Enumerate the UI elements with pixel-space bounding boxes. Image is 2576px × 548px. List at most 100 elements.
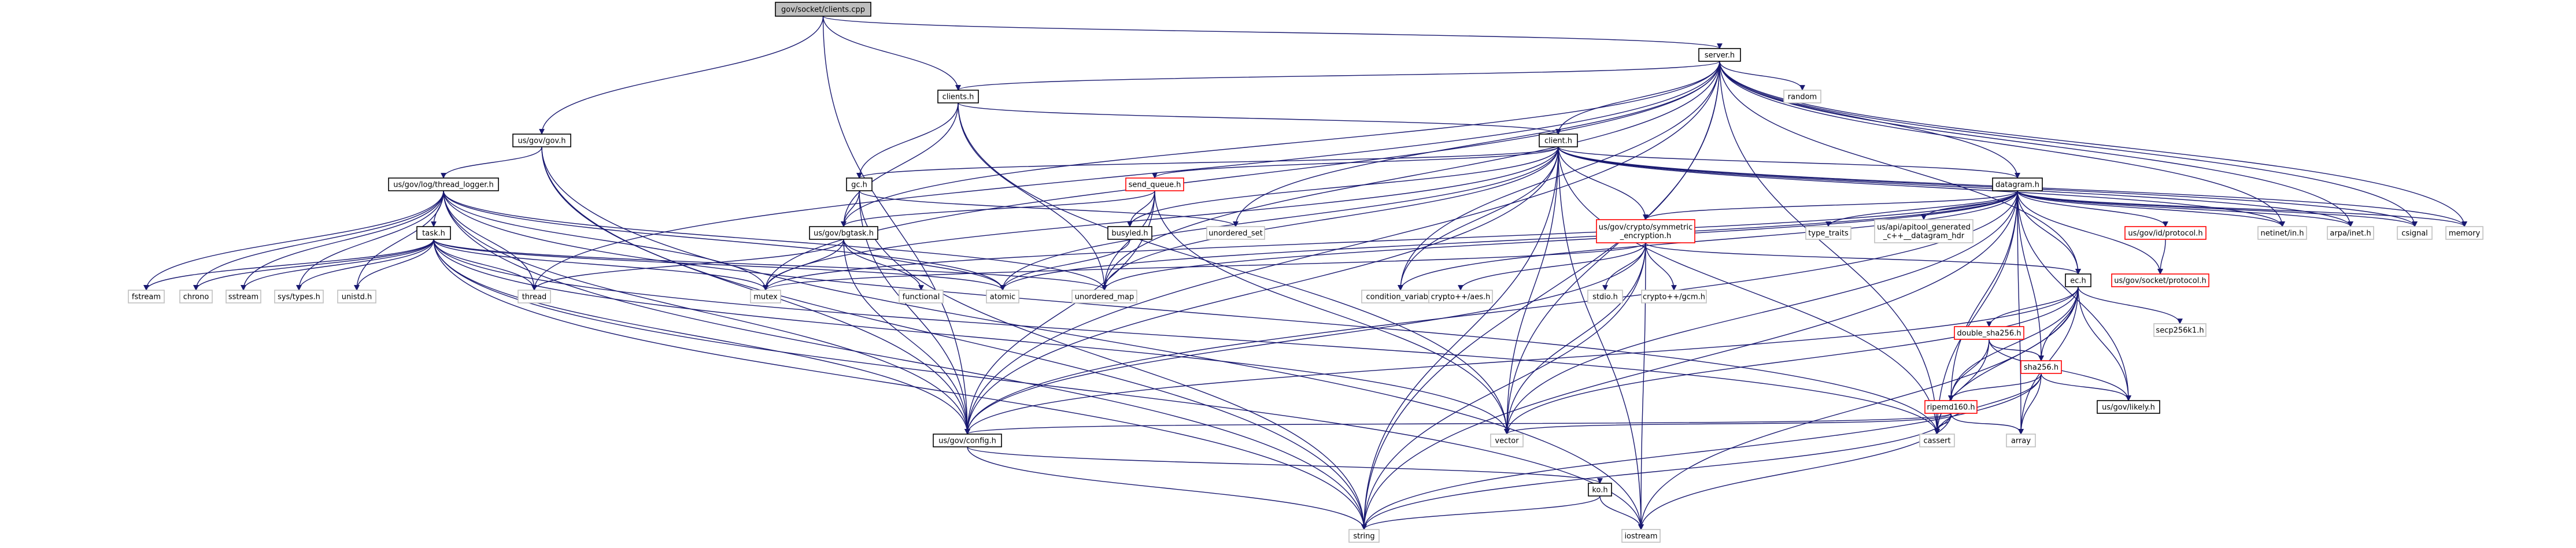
node-iostream: iostream (1621, 529, 1661, 543)
node-gc-h[interactable]: gc.h (846, 177, 873, 191)
node-box (1783, 90, 1821, 103)
node-box (2257, 226, 2307, 240)
edge-server-to-memory (1719, 61, 2467, 227)
node-us-gov-gov-h[interactable]: us/gov/gov.h (512, 134, 571, 147)
node-datagram-h[interactable]: datagram.h (1992, 177, 2043, 191)
node-vector: vector (1490, 434, 1524, 447)
node-label: us/gov/crypto/symmetric (1599, 223, 1693, 232)
node-us-gov-bgtask-h[interactable]: us/gov/bgtask.h (809, 226, 878, 240)
node-box (1805, 226, 1851, 240)
edge-server-to-arpa (1719, 61, 2353, 227)
node-us-gov-config-h[interactable]: us/gov/config.h (933, 434, 1002, 447)
edge-task-to-chrono (193, 239, 434, 291)
node-ko-h[interactable]: ko.h (1588, 483, 1612, 497)
node-box (1874, 219, 1973, 243)
node-busyled-h[interactable]: busyled.h (1107, 226, 1152, 240)
edge-datagram-to-unordered_map (1102, 190, 2018, 291)
node-gov-socket-clients-cpp[interactable]: gov/socket/clients.cpp (775, 2, 871, 17)
node-box (809, 226, 878, 240)
edge-datagram-to-ec (2017, 190, 2081, 275)
node-stdio-h: stdio.h (1587, 290, 1623, 303)
edge-ec-to-vector (1504, 286, 2079, 435)
node-unordered-map: unordered_map (1071, 290, 1137, 303)
edge-gov_h-to-string (541, 146, 1367, 530)
node-box (2020, 360, 2062, 374)
node-memory: memory (2445, 226, 2483, 240)
node-box (775, 2, 871, 17)
edge-busyled-to-atomic (1000, 239, 1130, 291)
node-us-gov-likely-h[interactable]: us/gov/likely.h (2097, 400, 2160, 414)
node-box (1539, 134, 1578, 147)
node-double-sha256-h[interactable]: double_sha256.h (1954, 326, 2024, 340)
node-sys-types-h: sys/types.h (274, 290, 324, 303)
edge-server-to-clients (955, 61, 1720, 91)
edge-ripemd160-to-string (1361, 413, 1952, 530)
node-label: condition_variable (1366, 293, 1435, 302)
node-box (2065, 273, 2091, 287)
node-label: us/gov/id/protocol.h (2128, 229, 2202, 238)
edge-ec-to-double_sha256 (1986, 286, 2079, 327)
node-label: us/gov/log/thread_logger.h (393, 181, 494, 190)
node-label: iostream (1624, 532, 1657, 541)
node-label: gc.h (851, 181, 867, 190)
node-string: string (1348, 529, 1380, 543)
edge-datagram-to-cassert (1934, 190, 2018, 435)
edge-double_sha256-to-ripemd160 (1948, 339, 1990, 401)
node-atomic: atomic (986, 290, 1019, 303)
node-box (1490, 434, 1524, 447)
node-cassert: cassert (1919, 434, 1955, 447)
node-box (1641, 290, 1707, 303)
edge-client-to-datagram (1558, 146, 2020, 179)
edge-thread_logger-to-config (443, 190, 970, 435)
node-label: unistd.h (342, 293, 372, 302)
edge-send_queue-to-bgtask (841, 190, 1155, 227)
edge-clients-to-bgtask (841, 102, 959, 227)
node-sha256-h[interactable]: sha256.h (2020, 360, 2062, 374)
node-label: gov/socket/clients.cpp (781, 6, 865, 14)
node-box (274, 290, 324, 303)
node-us-gov-crypto-symmetric-encryption-h[interactable]: us/gov/crypto/symmetric_encryption.h (1596, 219, 1695, 243)
edge-root-to-config (822, 16, 970, 435)
node-send-queue-h[interactable]: send_queue.h (1125, 177, 1184, 191)
edge-client-to-iostream (1558, 146, 1644, 530)
node-client-h[interactable]: client.h (1539, 134, 1578, 147)
edge-gov_h-to-thread_logger (441, 146, 542, 179)
node-label: array (2011, 437, 2031, 446)
edge-server-to-random (1719, 61, 1805, 91)
edge-datagram-to-array (2017, 190, 2024, 435)
edge-ripemd160-to-array (1950, 413, 2024, 435)
node-label: memory (2449, 229, 2481, 238)
node-label: chrono (183, 293, 209, 302)
node-label: double_sha256.h (1957, 329, 2021, 338)
node-task-h[interactable]: task.h (416, 226, 451, 240)
edge-ec-to-likely (2078, 286, 2131, 401)
node-server-h[interactable]: server.h (1698, 48, 1741, 62)
edge-server-to-ec (1719, 61, 2081, 275)
node-us-gov-id-protocol-h[interactable]: us/gov/id/protocol.h (2124, 226, 2207, 240)
node-box (128, 290, 165, 303)
node-box (1348, 529, 1380, 543)
edge-sym_enc-to-config (964, 242, 1646, 435)
node-us-gov-socket-protocol-h[interactable]: us/gov/socket/protocol.h (2111, 273, 2209, 287)
node-ec-h[interactable]: ec.h (2065, 273, 2091, 287)
node-box (179, 290, 213, 303)
node-box (1107, 226, 1152, 240)
node-clients-h[interactable]: clients.h (937, 90, 979, 103)
node-us-gov-log-thread-logger-h[interactable]: us/gov/log/thread_logger.h (388, 177, 499, 191)
node-label: sys/types.h (278, 293, 320, 302)
edge-client-to-cassert (1558, 146, 1940, 435)
node-label: fstream (132, 293, 161, 302)
node-box (2327, 226, 2374, 240)
node-box (1924, 400, 1978, 414)
edge-ko-to-iostream (1599, 495, 1644, 530)
node-ripemd160-h[interactable]: ripemd160.h (1924, 400, 1978, 414)
node-label: _encryption.h (1620, 232, 1671, 240)
edge-datagram-to-netinet (2017, 190, 2285, 227)
node-box (1125, 177, 1184, 191)
edge-server-to-unordered_set (1233, 61, 1720, 227)
node-label: unordered_set (1208, 229, 1262, 238)
node-box (2124, 226, 2207, 240)
node-box (846, 177, 873, 191)
node-label: arpa/inet.h (2330, 229, 2371, 238)
edge-server-to-config (964, 61, 1720, 435)
